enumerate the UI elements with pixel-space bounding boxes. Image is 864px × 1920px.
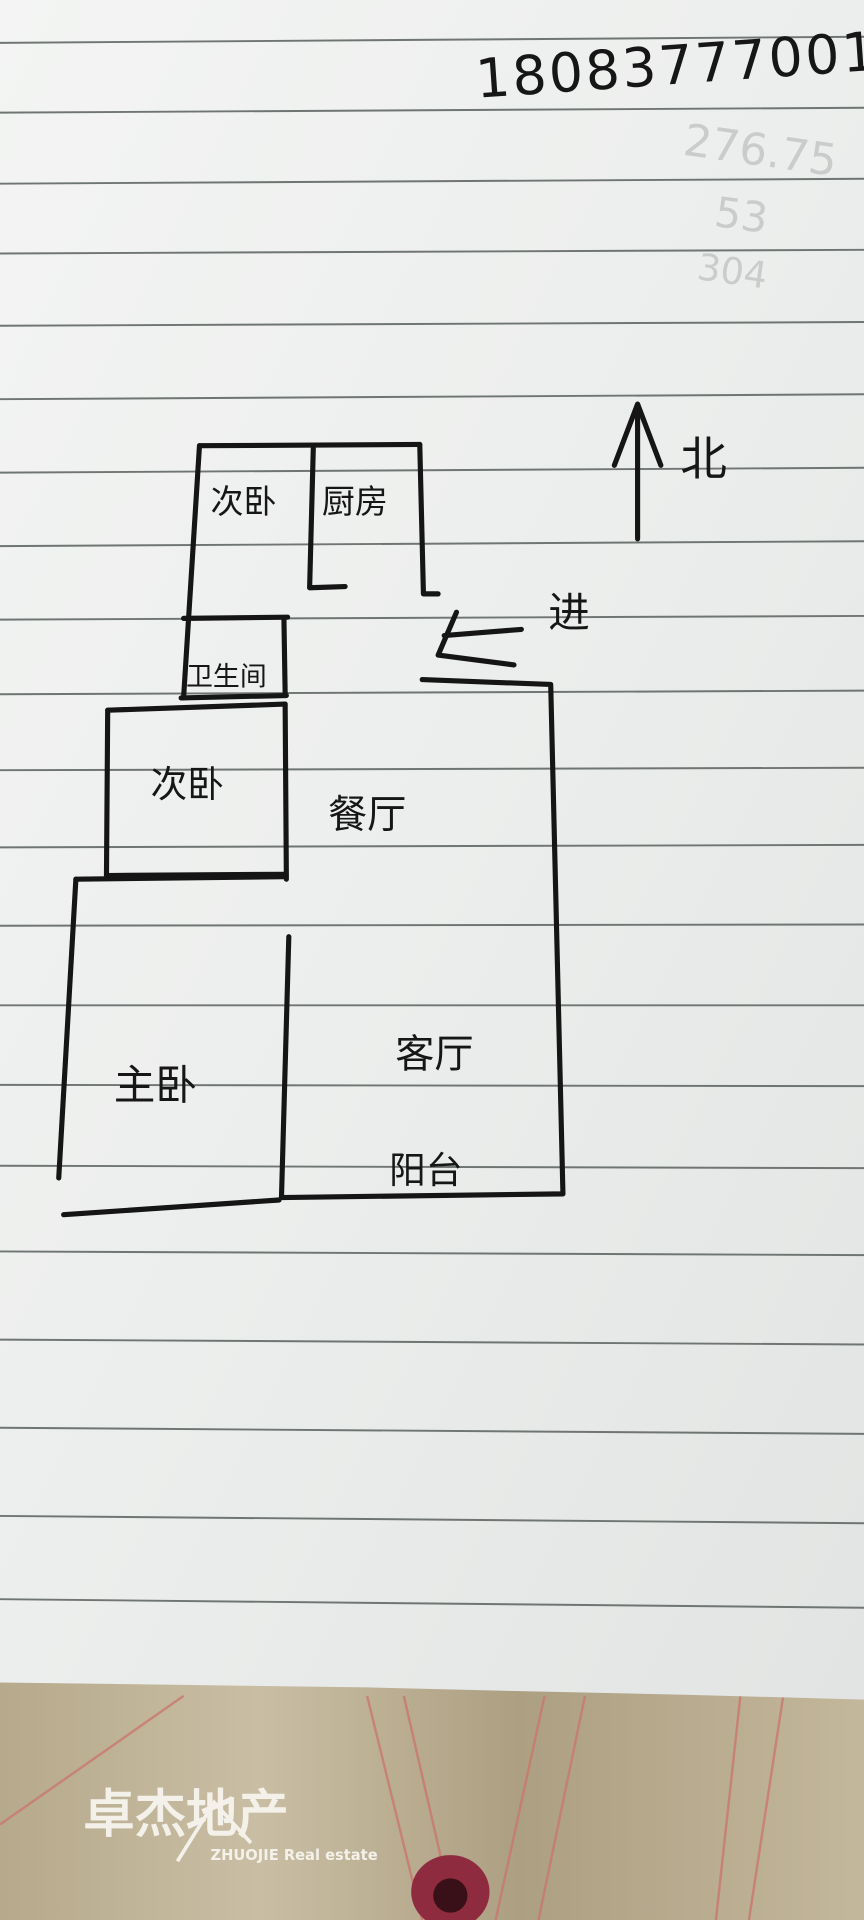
fabric-stripes <box>0 1694 785 1920</box>
north-label: 北 <box>680 432 726 486</box>
room-label-dining: 餐厅 <box>328 793 406 838</box>
room-label-master-bedroom: 主卧 <box>114 1061 197 1110</box>
room-label-kitchen: 厨房 <box>322 482 388 521</box>
room-label-bedroom-north: 次卧 <box>210 482 276 521</box>
watermark-logo: 卓杰地产 ZHUOJIE Real estate <box>83 1785 377 1864</box>
room-label-balcony: 阳台 <box>389 1149 462 1192</box>
room-label-bedroom-second: 次卧 <box>151 763 224 806</box>
watermark-en: ZHUOJIE Real estate <box>210 1847 377 1864</box>
ruled-lines <box>0 35 864 1609</box>
arrow-up-icon <box>611 401 664 542</box>
house-roof-icon <box>175 1799 253 1863</box>
arrow-left-icon <box>435 609 524 668</box>
room-label-bathroom: 卫生间 <box>186 662 267 693</box>
fabric-button-hole <box>433 1878 468 1913</box>
floor-plan <box>56 441 566 1218</box>
room-label-living: 客厅 <box>395 1033 473 1078</box>
ghost-mark: 304 <box>695 245 770 297</box>
entrance-label: 进 <box>548 588 590 637</box>
ghost-mark: 53 <box>712 187 771 243</box>
watermark-cn: 卓杰地产 <box>83 1785 289 1845</box>
